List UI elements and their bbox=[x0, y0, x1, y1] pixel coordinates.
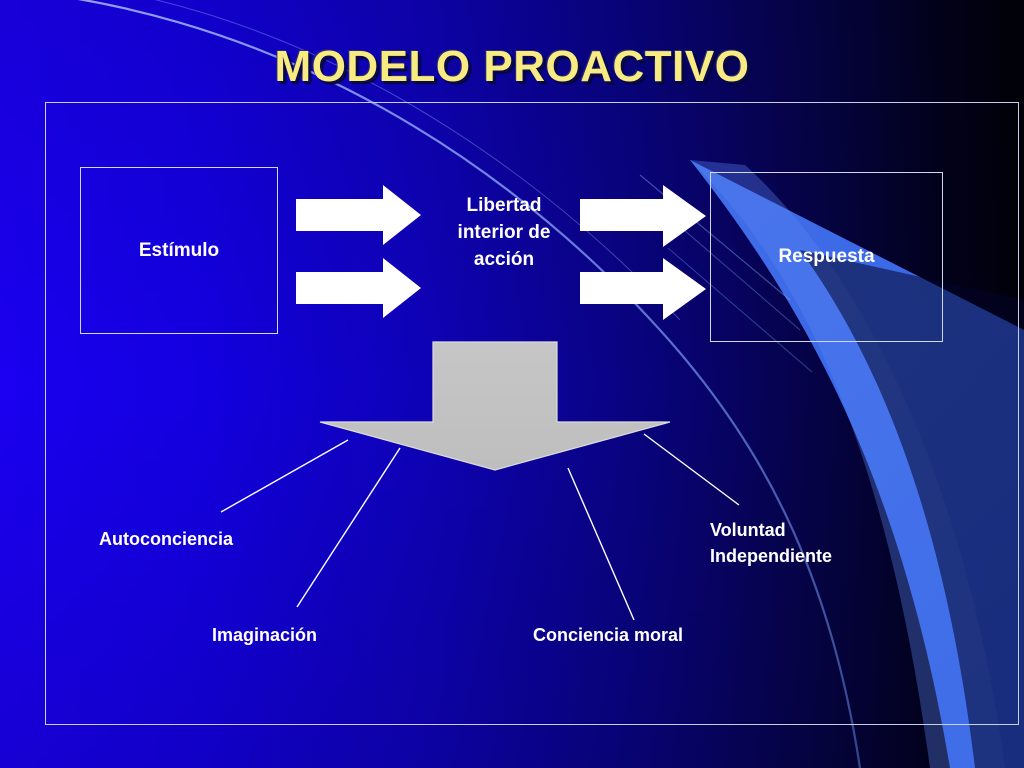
flow-arrow-group-left bbox=[296, 185, 421, 318]
page-title: MODELO PROACTIVO bbox=[274, 42, 750, 91]
middle-label-line3: acción bbox=[473, 248, 535, 270]
leaf-label-autoconciencia: Autoconciencia bbox=[99, 529, 234, 549]
background-arc-line-secondary bbox=[154, 0, 681, 321]
flow-arrow-2 bbox=[296, 258, 421, 318]
leader-lines bbox=[220, 433, 740, 621]
middle-label: Libertad interior de acción bbox=[420, 193, 588, 274]
diagram-frame bbox=[45, 102, 1019, 725]
leader-line-conciencia-moral bbox=[567, 467, 635, 621]
flow-arrow-4 bbox=[580, 258, 706, 320]
response-box[interactable]: Respuesta bbox=[710, 172, 943, 342]
flow-arrow-group-right bbox=[580, 185, 706, 320]
leaf-label-imaginacion: Imaginación bbox=[212, 625, 318, 645]
flow-arrow-1 bbox=[296, 185, 421, 245]
leader-line-imaginacion bbox=[296, 447, 401, 608]
leader-line-autoconciencia bbox=[220, 439, 349, 513]
leaf-label-voluntad-independiente: Voluntad Independiente bbox=[710, 520, 833, 566]
leaf-label-conciencia-moral: Conciencia moral bbox=[533, 625, 684, 645]
flow-arrow-3 bbox=[580, 185, 706, 247]
background-dark-curve bbox=[800, 250, 1024, 768]
leader-line-voluntad bbox=[643, 433, 740, 506]
middle-label-line2: interior de bbox=[457, 221, 551, 243]
response-box-label: Respuesta bbox=[778, 246, 875, 267]
down-arrow bbox=[319, 341, 671, 471]
stimulus-box[interactable]: Estímulo bbox=[80, 167, 278, 334]
middle-label-line1: Libertad bbox=[466, 195, 542, 216]
stimulus-box-label: Estímulo bbox=[138, 239, 220, 261]
